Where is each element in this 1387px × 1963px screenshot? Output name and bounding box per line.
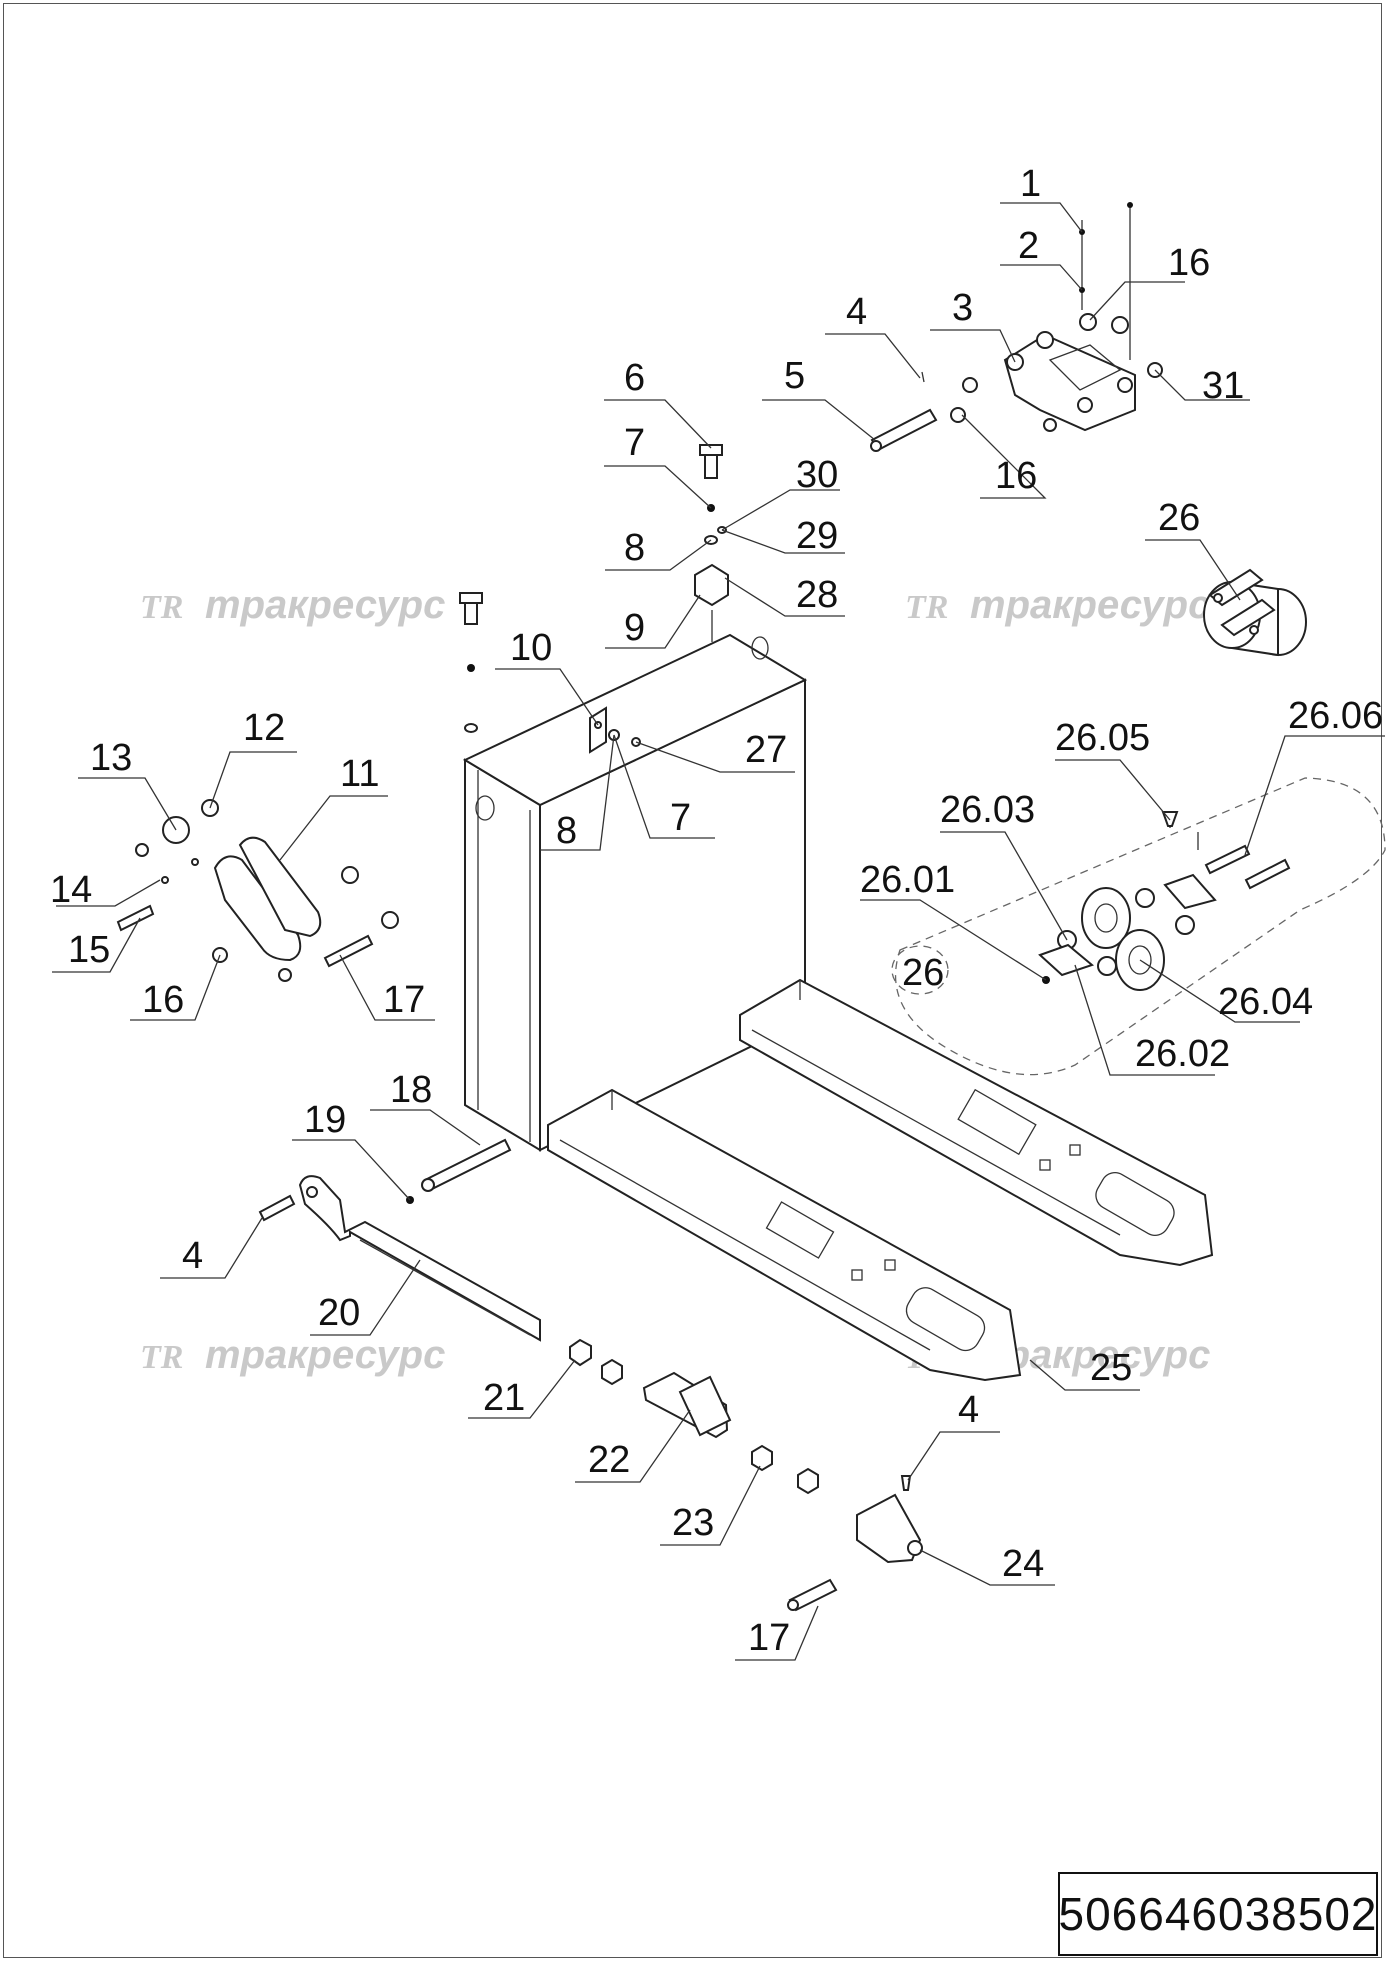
callout-9: 9 bbox=[624, 607, 645, 649]
callout-14: 14 bbox=[50, 869, 92, 911]
callout-26-top: 26 bbox=[1158, 497, 1200, 539]
callout-16-left: 16 bbox=[142, 979, 184, 1021]
callout-16-top: 16 bbox=[1168, 242, 1210, 284]
pin-5 bbox=[870, 371, 938, 452]
left-linkage bbox=[116, 799, 399, 982]
roller-exploded-group bbox=[891, 777, 1386, 1076]
callout-22: 22 bbox=[588, 1439, 630, 1481]
handle-rod-20 bbox=[258, 1175, 541, 1342]
watermark-3: TR тракресурс bbox=[140, 1333, 445, 1377]
callout-26-03: 26.03 bbox=[940, 789, 1035, 831]
bolt-stack-top bbox=[459, 444, 729, 733]
callout-25: 25 bbox=[1090, 1347, 1132, 1389]
svg-text:TR: TR bbox=[140, 589, 183, 626]
fork-right bbox=[739, 978, 1214, 1267]
leader-lines bbox=[52, 202, 1385, 1661]
callout-15: 15 bbox=[68, 929, 110, 971]
callout-21: 21 bbox=[483, 1377, 525, 1419]
callout-26-02: 26.02 bbox=[1135, 1033, 1230, 1075]
callout-30: 30 bbox=[796, 454, 838, 496]
document-code-box: 506646038502 bbox=[1058, 1872, 1378, 1956]
shaft-assembly bbox=[569, 1338, 923, 1612]
callout-18: 18 bbox=[390, 1069, 432, 1111]
callout-24: 24 bbox=[1002, 1543, 1044, 1585]
callout-10: 10 bbox=[510, 627, 552, 669]
callout-7-mid: 7 bbox=[670, 797, 691, 839]
callout-3: 3 bbox=[952, 287, 973, 329]
callout-6: 6 bbox=[624, 357, 645, 399]
callout-31: 31 bbox=[1202, 365, 1244, 407]
roller-26 bbox=[1203, 568, 1307, 657]
fork-left bbox=[547, 1088, 1022, 1382]
callout-26-04: 26.04 bbox=[1218, 981, 1313, 1023]
callout-4-bottom: 4 bbox=[958, 1389, 979, 1431]
watermark-1: TR тракресурс bbox=[140, 583, 445, 627]
drawing-frame bbox=[3, 3, 1382, 1958]
callout-11: 11 bbox=[340, 753, 379, 795]
callout-1: 1 bbox=[1020, 163, 1041, 205]
callout-16-mid: 16 bbox=[995, 455, 1037, 497]
callout-4-left: 4 bbox=[182, 1235, 203, 1277]
callout-17-bottom: 17 bbox=[748, 1617, 790, 1659]
callout-19: 19 bbox=[304, 1099, 346, 1141]
callout-labels: 1 2 16 3 4 31 5 16 6 7 30 29 8 28 9 26 1… bbox=[50, 163, 1383, 1659]
callout-17-left: 17 bbox=[383, 979, 425, 1021]
callout-8-top: 8 bbox=[624, 527, 645, 569]
watermark-2: TR тракресурс bbox=[905, 583, 1210, 627]
svg-text:TR: TR bbox=[140, 1339, 183, 1376]
svg-text:тракресурс: тракресурс bbox=[970, 583, 1210, 627]
mast-body bbox=[462, 610, 808, 1152]
callout-26-06: 26.06 bbox=[1288, 695, 1383, 737]
callout-26-01: 26.01 bbox=[860, 859, 955, 901]
callout-5: 5 bbox=[784, 355, 805, 397]
svg-text:тракресурс: тракресурс bbox=[205, 1333, 445, 1377]
callout-23: 23 bbox=[672, 1502, 714, 1544]
callout-13: 13 bbox=[90, 737, 132, 779]
callout-12: 12 bbox=[243, 707, 285, 749]
callout-2: 2 bbox=[1018, 225, 1039, 267]
callout-7-top: 7 bbox=[624, 422, 645, 464]
callout-4-top: 4 bbox=[846, 291, 867, 333]
svg-text:TR: TR bbox=[905, 589, 948, 626]
linkage-bracket bbox=[950, 202, 1163, 432]
pin-18 bbox=[406, 1138, 512, 1204]
svg-text:тракресурс: тракресурс bbox=[205, 583, 445, 627]
callout-26-05: 26.05 bbox=[1055, 717, 1150, 759]
callout-26-group: 26 bbox=[902, 952, 944, 994]
callout-27: 27 bbox=[745, 729, 787, 771]
document-code: 506646038502 bbox=[1058, 1888, 1378, 1940]
callout-29: 29 bbox=[796, 515, 838, 557]
callout-28: 28 bbox=[796, 574, 838, 616]
callout-8-mid: 8 bbox=[556, 810, 577, 852]
callout-20: 20 bbox=[318, 1292, 360, 1334]
